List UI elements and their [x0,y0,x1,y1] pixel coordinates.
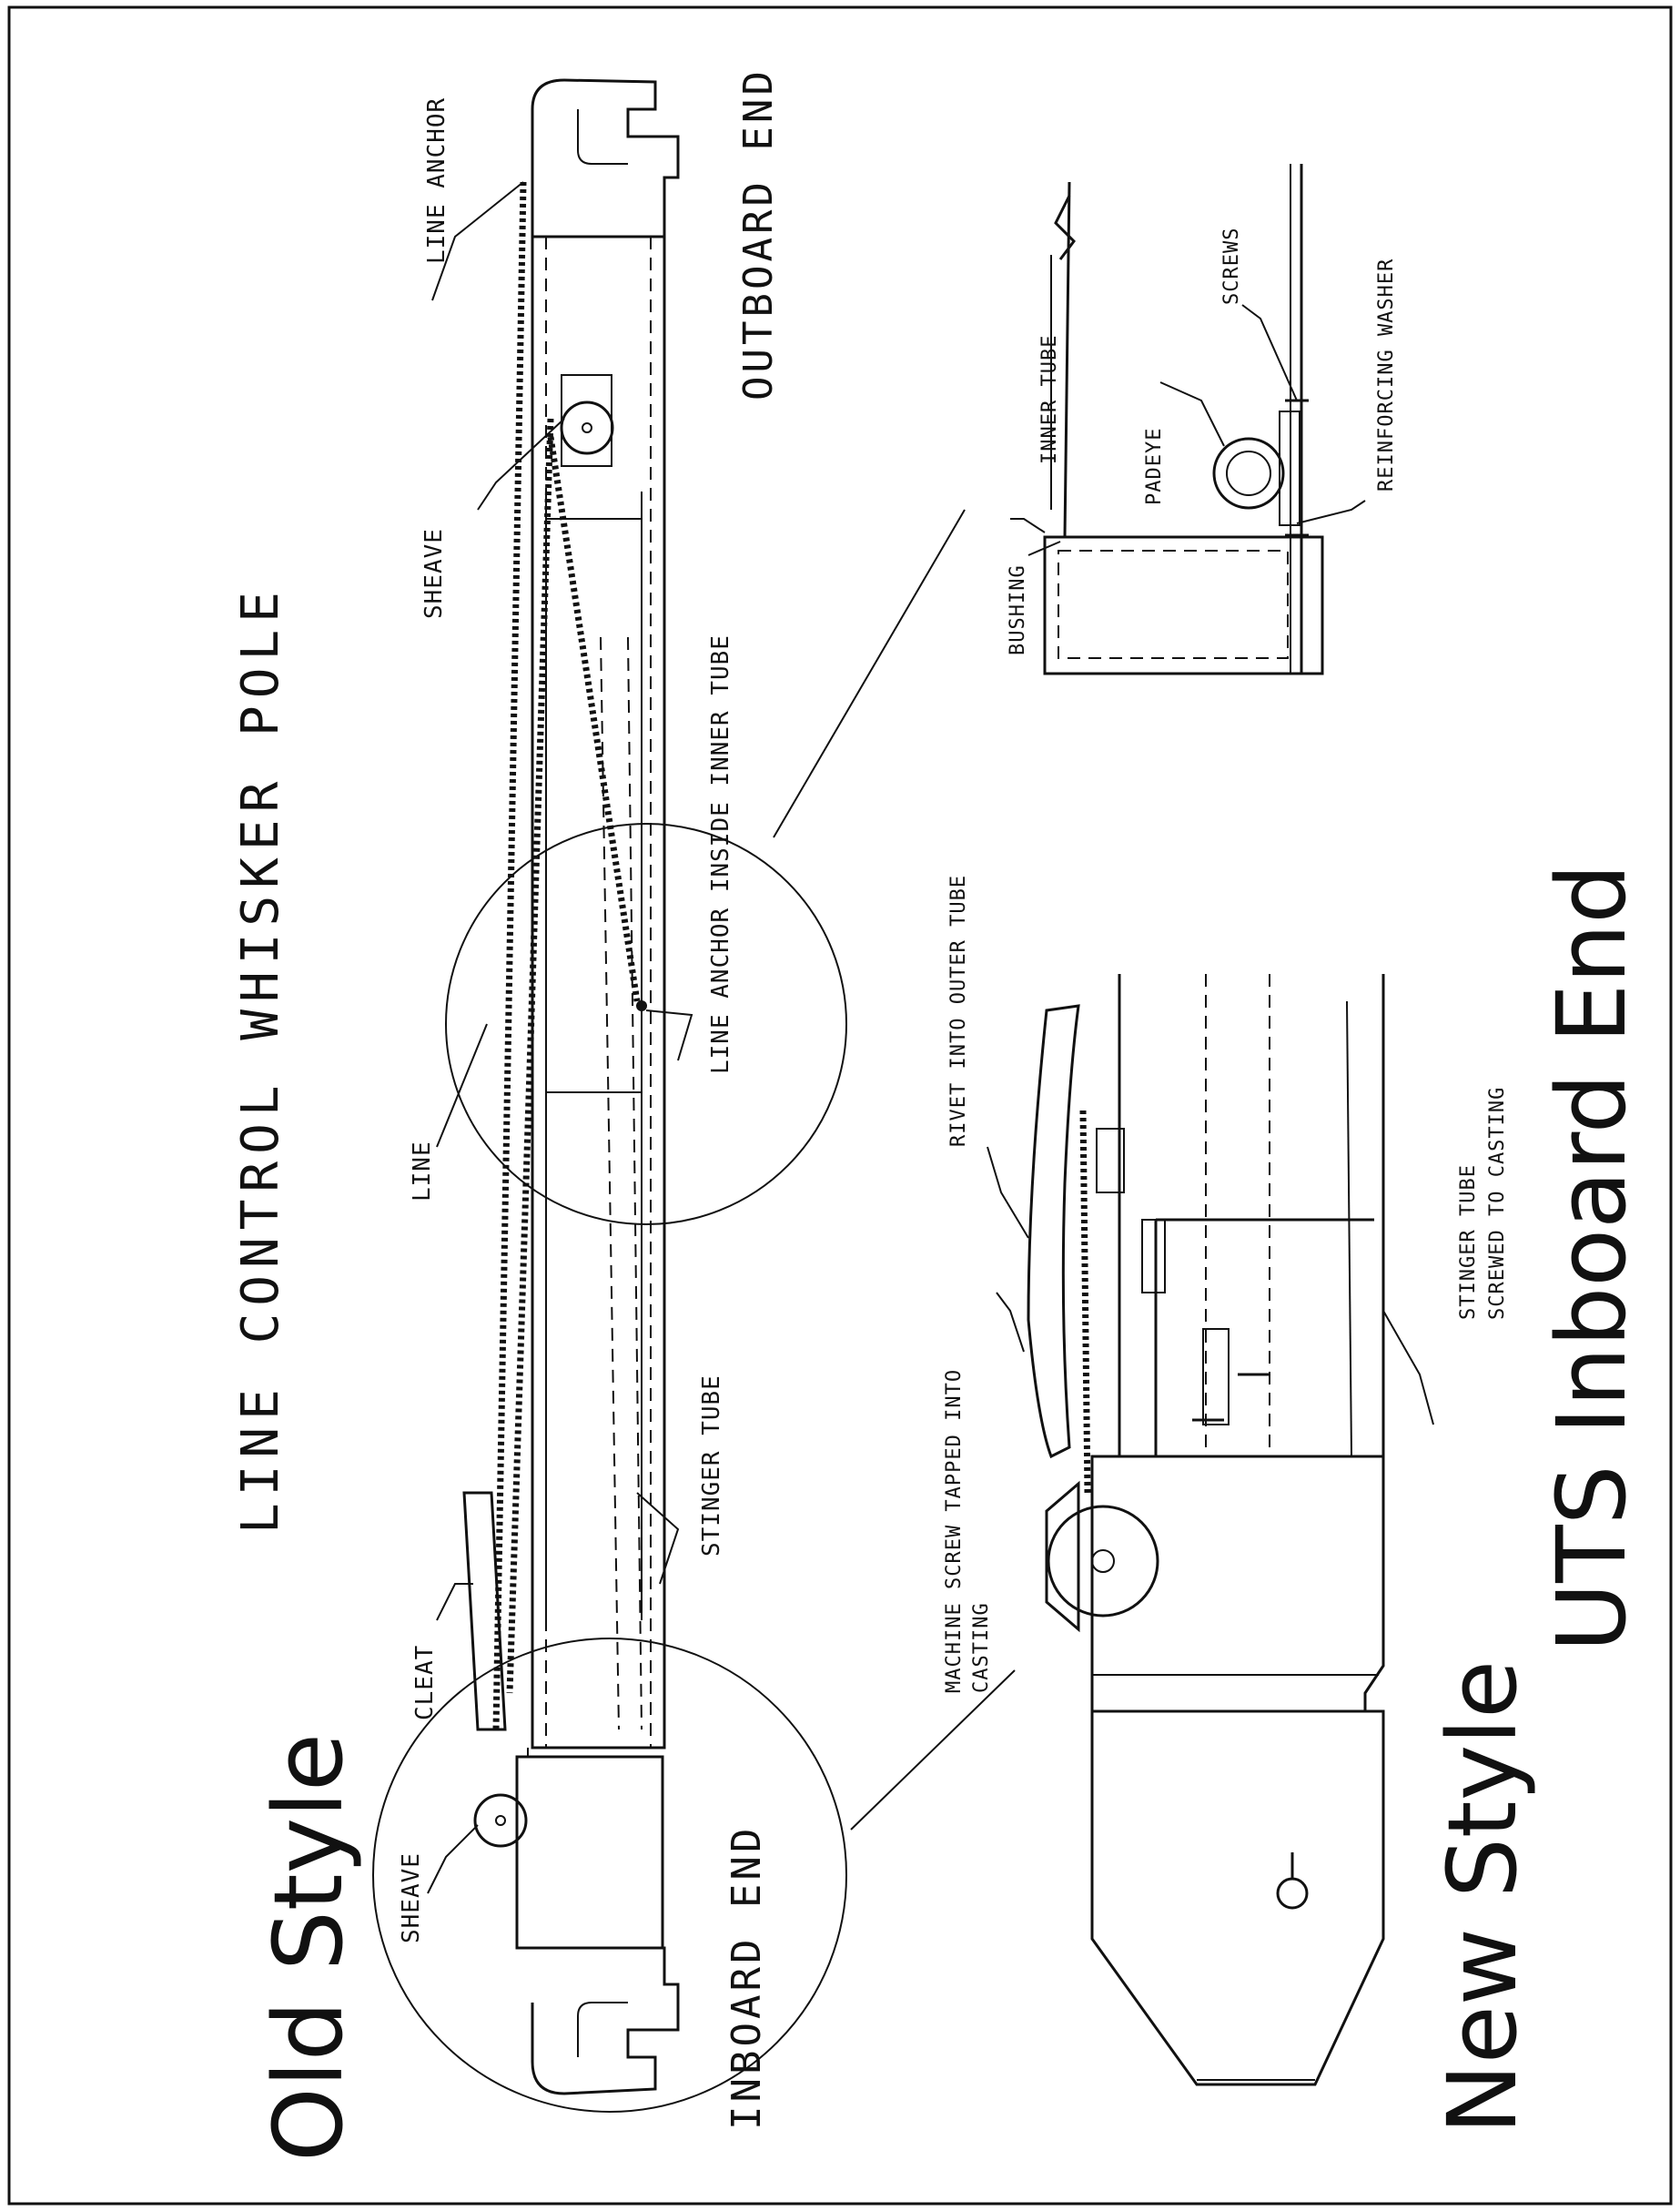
sheave-bottom-label: SHEAVE [398,1852,425,1943]
stinger-screwed-label-2: SCREWED TO CASTING [1486,1087,1509,1320]
padeye-detail [1010,164,1366,675]
line-label: LINE [409,1141,436,1202]
new-style-detail [987,974,1434,2086]
machine-screw-label-1: MACHINE SCREW TAPPED INTO [943,1369,966,1693]
inner-tube-label: INNER TUBE [1038,335,1061,464]
inboard-end-label: INBOARD END [724,1825,770,2130]
detail-circle-inboard [372,1638,847,2113]
padeye-label: PADEYE [1143,428,1166,505]
stinger-tube-label: STINGER TUBE [698,1374,725,1557]
new-style-heading: New Style [1427,1660,1538,2135]
line-anchor-label: LINE ANCHOR [423,97,450,264]
line-anchor-inside-label: LINE ANCHOR INSIDE INNER TUBE [707,634,734,1074]
page-border [7,5,1673,2206]
reinforcing-washer-label: REINFORCING WASHER [1375,259,1398,492]
detail-circle-anchor [445,823,847,1225]
rivet-label: RIVET INTO OUTER TUBE [947,875,970,1147]
leader-lines [427,181,693,1894]
old-style-pole [462,78,680,2095]
old-style-heading: Old Style [253,1733,364,2162]
stinger-screwed-label-1: STINGER TUBE [1457,1164,1480,1320]
outboard-end-label: OUTBOARD END [735,67,782,401]
bushing-label: BUSHING [1007,564,1029,655]
uts-inboard-end-heading: UTS Inboard End [1536,864,1647,1652]
page-title: LINE CONTROL WHISKER POLE [231,584,290,1534]
cleat-label: CLEAT [411,1645,439,1720]
sheave-top-label: SHEAVE [420,528,448,619]
screws-label: SCREWS [1220,228,1243,305]
machine-screw-label-2: CASTING [970,1602,993,1693]
